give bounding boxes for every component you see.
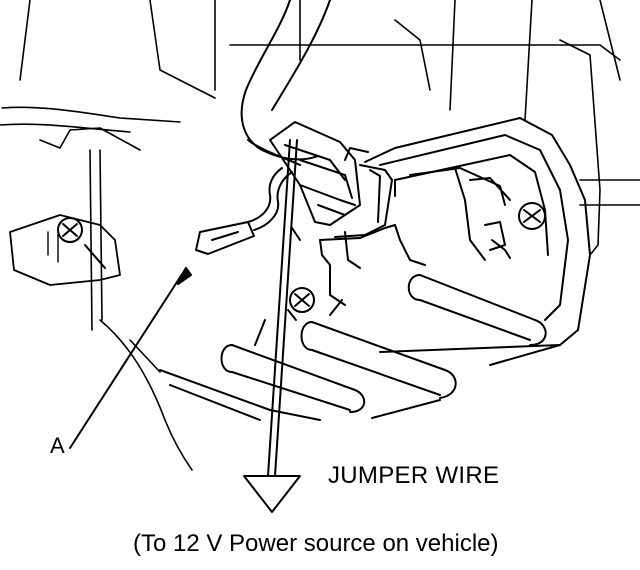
power-source-label: (To 12 V Power source on vehicle) (133, 530, 499, 557)
lower-body (99, 319, 193, 471)
callout-a-leader (69, 267, 192, 449)
jumper-terminal (195, 167, 293, 255)
left-screw (9, 214, 121, 286)
wire-harness (240, 0, 331, 166)
callout-a-label: A (50, 433, 65, 458)
heat-fins (159, 274, 561, 421)
power-terminal-icon (243, 475, 301, 513)
background-panel (0, 0, 640, 331)
jumper-wire-label: JUMPER WIRE (328, 462, 500, 489)
resistor-body (364, 117, 591, 366)
jumper-wire-lines (243, 139, 301, 513)
connector (269, 121, 426, 306)
lower-screw (287, 287, 315, 321)
